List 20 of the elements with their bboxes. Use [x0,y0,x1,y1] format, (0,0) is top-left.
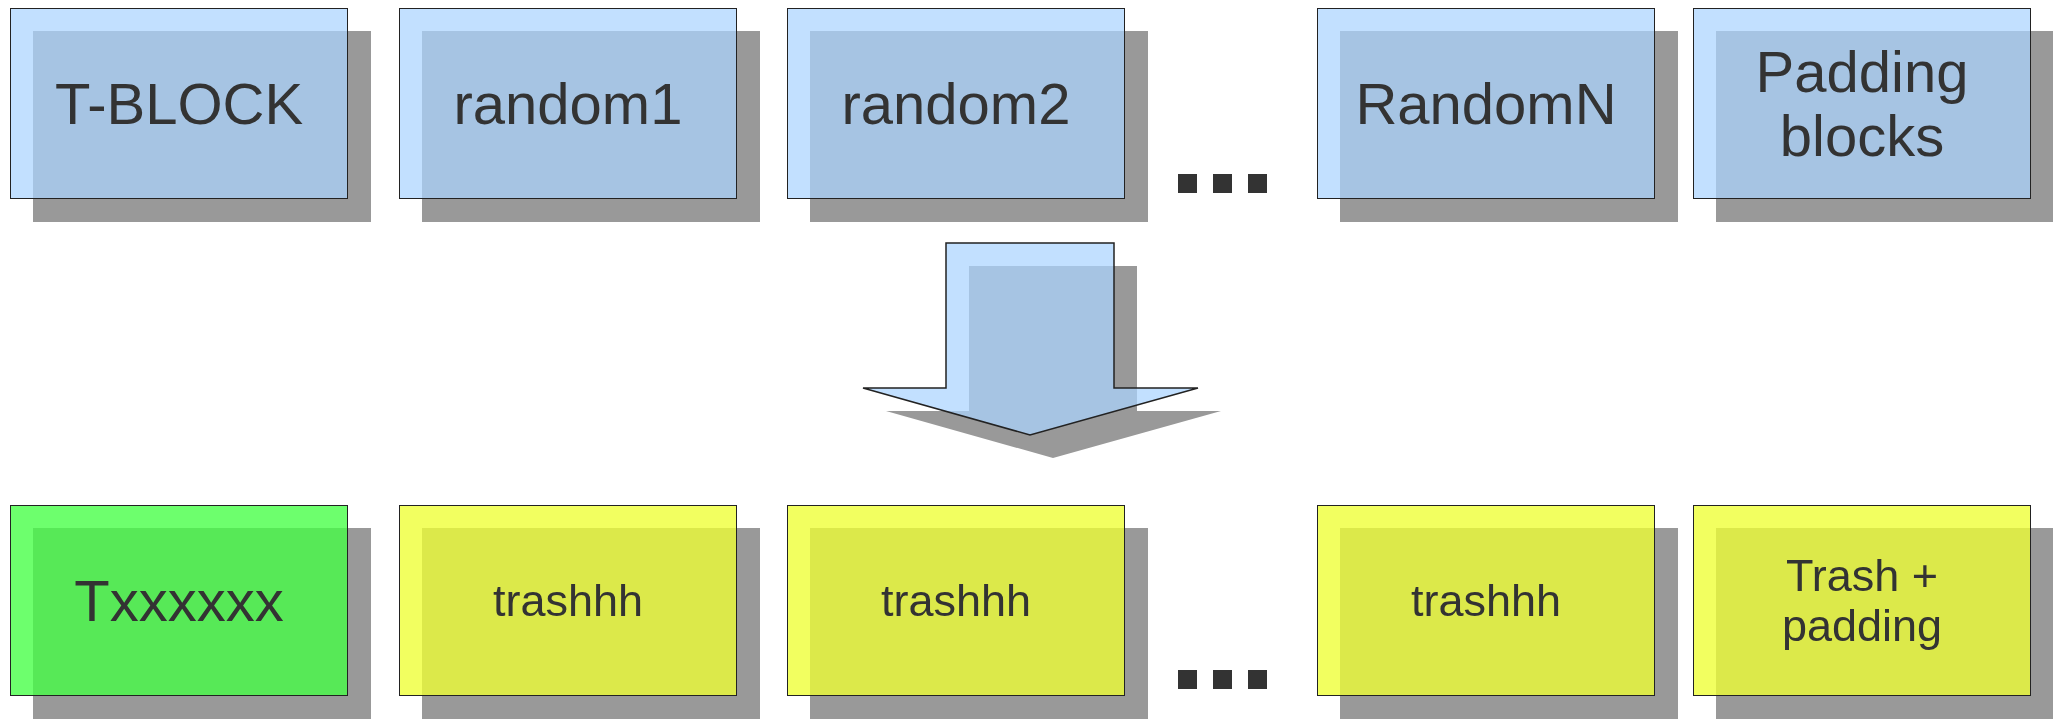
block-label: RandomN [1354,71,1618,136]
block-box [787,8,1125,199]
block-box [787,505,1125,696]
block-box [399,505,737,696]
block-label: trashhh [879,575,1033,626]
block-box [1317,505,1655,696]
block-box [1317,8,1655,199]
block-label: Padding blocks [1754,39,1970,168]
block-label: Trash + padding [1780,551,1944,650]
block-label: trashhh [491,575,645,626]
block-box [1693,8,2031,199]
block-label: random1 [452,71,684,136]
block-label: Txxxxxx [73,568,285,633]
block-label: trashhh [1409,575,1563,626]
block-box [10,505,348,696]
block-box [399,8,737,199]
block-label: random2 [840,71,1072,136]
block-label: T-BLOCK [53,71,305,136]
block-box [10,8,348,199]
block-box [1693,505,2031,696]
